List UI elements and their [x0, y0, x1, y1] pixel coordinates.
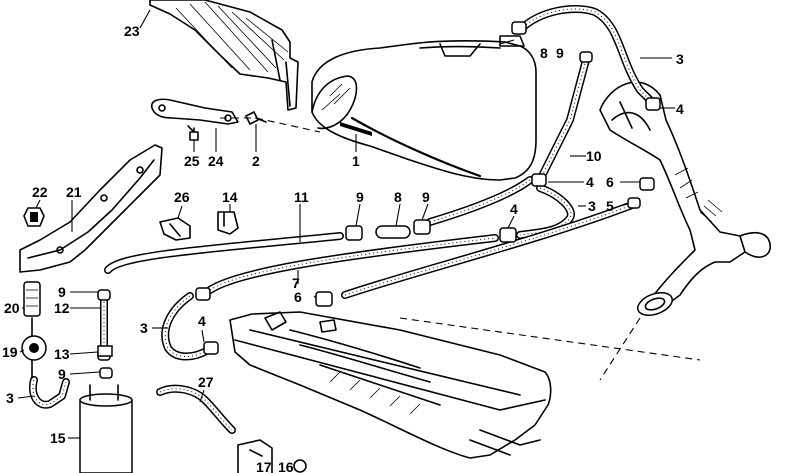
- fuel-pump-part: [79, 384, 133, 473]
- callout-17: 17: [256, 459, 272, 473]
- callout-3: 3: [676, 51, 684, 67]
- heat-shield-part: [149, 0, 299, 111]
- pump-bracket-part: [237, 439, 307, 473]
- callout-9: 9: [356, 189, 364, 205]
- callout-24: 24: [208, 153, 224, 169]
- grommet-part: [23, 207, 45, 227]
- callout-9: 9: [58, 366, 66, 382]
- callout-11: 11: [294, 189, 309, 205]
- callout-4: 4: [510, 201, 518, 217]
- leader-dash: [599, 317, 641, 381]
- callout-26: 26: [174, 189, 190, 205]
- callout-1: 1: [352, 153, 360, 169]
- leader-dash: [399, 317, 701, 361]
- upper-tank-part: [311, 35, 537, 181]
- short-tube-part: [375, 225, 411, 239]
- callout-9: 9: [422, 189, 430, 205]
- callout-9: 9: [58, 284, 66, 300]
- callout-6: 6: [606, 174, 614, 190]
- callout-8: 8: [540, 45, 548, 61]
- filter-part: [23, 281, 41, 317]
- callout-14: 14: [222, 189, 238, 205]
- callout-22: 22: [32, 184, 48, 200]
- callout-4: 4: [586, 174, 594, 190]
- holder-clip-part: [217, 211, 239, 235]
- callout-25: 25: [184, 153, 200, 169]
- callout-3: 3: [140, 320, 148, 336]
- screw-part: [187, 125, 199, 141]
- callout-8: 8: [394, 189, 402, 205]
- callout-5: 5: [606, 198, 614, 214]
- callout-20: 20: [4, 300, 20, 316]
- support-bracket-part: [19, 144, 163, 273]
- callout-4: 4: [676, 101, 684, 117]
- callout-23: 23: [124, 23, 140, 39]
- callout-3: 3: [6, 390, 14, 406]
- callout-21: 21: [66, 184, 82, 200]
- callout-12: 12: [54, 300, 70, 316]
- valve-part: [21, 317, 47, 379]
- callout-4: 4: [198, 313, 206, 329]
- bolt-part: [245, 111, 267, 125]
- callout-2: 2: [252, 153, 260, 169]
- callout-16: 16: [278, 459, 294, 473]
- clip-part: [159, 217, 191, 241]
- callout-9: 9: [556, 45, 564, 61]
- callout-13: 13: [54, 346, 70, 362]
- callout-15: 15: [50, 430, 66, 446]
- leader-dash: [255, 117, 321, 133]
- lower-tank-part: [229, 311, 552, 459]
- callout-7: 7: [292, 275, 300, 291]
- callout-27: 27: [198, 374, 214, 390]
- callout-6: 6: [294, 289, 302, 305]
- callout-leaders: [17, 9, 675, 439]
- callout-19: 19: [2, 344, 18, 360]
- callout-3: 3: [588, 198, 596, 214]
- callout-10: 10: [586, 148, 602, 164]
- fuel-hoses: [29, 5, 654, 434]
- callout-labels: 23 3 8 9 4 25 24 2 1 10 4 6 22 21 26 14 …: [2, 23, 684, 473]
- filler-hose-part: [599, 81, 771, 316]
- fitting-part: [97, 345, 113, 357]
- mounting-bracket-part: [150, 98, 239, 125]
